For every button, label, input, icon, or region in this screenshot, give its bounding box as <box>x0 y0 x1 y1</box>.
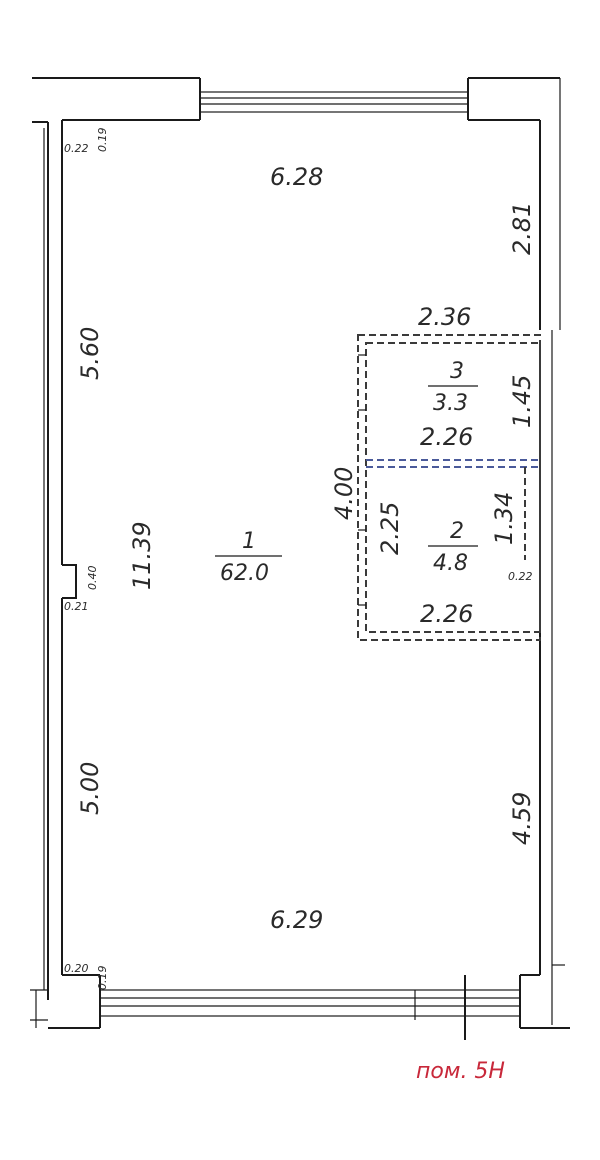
dim-room3-height: 1.45 <box>508 375 536 428</box>
dim-right-lower: 4.59 <box>508 792 536 845</box>
dim-room2-height: 2.25 <box>376 502 404 555</box>
room-1-label: 1 62.0 <box>215 529 282 586</box>
outer-walls <box>30 77 570 1029</box>
dim-tl-019: 0.19 <box>96 128 109 153</box>
dim-room2-bottom: 2.26 <box>420 600 473 628</box>
dim-tl-022: 0.22 <box>64 142 89 155</box>
room-2-number: 2 <box>450 519 464 544</box>
premise-label: пом. 5Н <box>416 1059 505 1084</box>
dim-partition-height: 4.00 <box>330 467 358 520</box>
dim-niche-022: 0.22 <box>508 570 533 583</box>
room-1-area: 62.0 <box>220 561 269 586</box>
room-3-area: 3.3 <box>433 391 468 416</box>
dim-left-full: 11.39 <box>128 521 156 590</box>
dim-room3-bottom: 2.26 <box>420 423 473 451</box>
room-2-area: 4.8 <box>433 551 468 576</box>
room-1-number: 1 <box>242 529 256 554</box>
bottom-window <box>99 975 521 1040</box>
dim-room2-right: 1.34 <box>490 492 518 545</box>
partitions <box>357 334 541 641</box>
dim-bl-020: 0.20 <box>64 962 89 975</box>
dim-right-upper: 2.81 <box>508 202 536 255</box>
dim-room3-top: 2.36 <box>418 303 471 331</box>
room-3-label: 3 3.3 <box>428 359 478 416</box>
top-window <box>199 91 469 113</box>
dim-bottom-width: 6.29 <box>270 906 323 934</box>
dim-bl-019: 0.19 <box>96 966 109 991</box>
dim-pil-040: 0.40 <box>86 566 99 591</box>
dim-pil-021: 0.21 <box>64 600 89 613</box>
dim-top-width: 6.28 <box>270 163 323 191</box>
dim-left-upper: 5.60 <box>76 327 104 380</box>
room-2-label: 2 4.8 <box>428 519 478 576</box>
dim-left-lower: 5.00 <box>76 762 104 815</box>
room-3-number: 3 <box>450 359 464 384</box>
